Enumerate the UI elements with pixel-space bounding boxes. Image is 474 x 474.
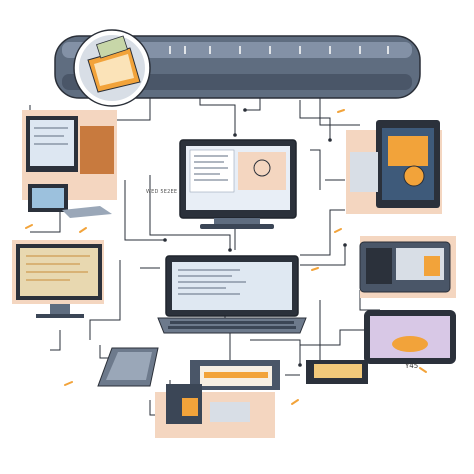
laptop-icon (157, 255, 307, 334)
storage-device-icon (155, 360, 280, 438)
tablet-right (364, 310, 456, 364)
workstation-left (22, 110, 117, 218)
monitor-left-middle (12, 240, 104, 318)
router-icon (359, 236, 456, 298)
tablet-icon (97, 347, 159, 387)
monitor-icon (179, 139, 297, 229)
robot-icon (346, 120, 442, 214)
connection-lines (29, 92, 380, 416)
accent-marks (25, 109, 427, 405)
corner-tag: Y45 (405, 362, 419, 370)
caption-label: WED 5E2EE (146, 189, 178, 195)
folder-badge (73, 29, 151, 107)
small-router (306, 360, 368, 384)
